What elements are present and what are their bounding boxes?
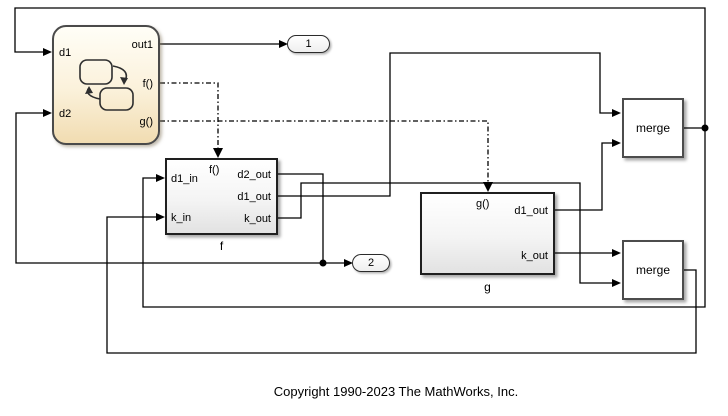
wire-f-kout-to-merge2[interactable]	[278, 182, 612, 284]
chart-input-label-d1: d1	[59, 47, 72, 59]
wire-merge2-to-f-kin[interactable]	[106, 216, 697, 354]
merge-block-bottom[interactable]: merge	[622, 240, 684, 300]
state-machine-icon	[79, 59, 134, 111]
arrowhead-chart-d2	[43, 109, 52, 117]
chart-output-label-g: g()	[139, 116, 153, 128]
merge-block-top[interactable]: merge	[622, 98, 684, 158]
outport-1-label: 1	[305, 38, 312, 50]
chart-output-label-out1: out1	[131, 39, 153, 51]
arrowhead-trigger-f	[213, 148, 223, 158]
merge-top-label: merge	[635, 121, 670, 135]
wire-junction-to-chart-d2[interactable]	[15, 112, 323, 264]
wire-merge1-to-chart-d1[interactable]	[14, 7, 706, 128]
g-trigger-label: g()	[476, 198, 490, 210]
copyright-text: Copyright 1990-2023 The MathWorks, Inc.	[273, 384, 519, 399]
g-output-label-kout: k_out	[521, 250, 548, 262]
subsystem-f-name: f	[219, 239, 224, 253]
chart-input-label-d2: d2	[59, 108, 72, 120]
f-trigger-label: f()	[209, 164, 220, 176]
arrowhead-chart-d1	[43, 48, 52, 56]
f-input-label-d1in: d1_in	[171, 173, 198, 185]
arrowhead-port1	[279, 40, 288, 48]
f-output-label-d2out: d2_out	[237, 169, 271, 181]
outport-2-label: 2	[367, 257, 375, 269]
arrowhead-merge2-bottom	[612, 279, 621, 287]
f-output-label-d1out: d1_out	[237, 191, 271, 203]
f-output-label-kout: k_out	[244, 213, 271, 225]
outport-2[interactable]: 2	[352, 254, 390, 272]
wire-g-d1out-to-merge1[interactable]	[555, 142, 612, 211]
subsystem-f-block[interactable]: f() d1_in k_in d2_out d1_out k_out	[165, 158, 278, 235]
arrowhead-f-kin	[156, 213, 165, 221]
junction-dot-port2	[319, 259, 327, 267]
g-output-label-d1out: d1_out	[514, 205, 548, 217]
junction-dot-merge1	[701, 124, 709, 132]
wire-trigger-g[interactable]	[160, 120, 489, 183]
subsystem-g-name: g	[484, 280, 491, 294]
arrowhead-trigger-g	[483, 182, 493, 192]
stateflow-chart-block[interactable]: d1 d2 out1 f() g()	[52, 25, 160, 145]
wire-trigger-f[interactable]	[160, 82, 219, 149]
arrowhead-merge1-top	[612, 109, 621, 117]
merge-bottom-label: merge	[635, 263, 670, 277]
f-input-label-kin: k_in	[171, 212, 192, 224]
wire-f-d2out[interactable]	[278, 173, 324, 263]
arrowhead-merge1-bottom	[612, 139, 621, 147]
outport-1[interactable]: 1	[287, 35, 330, 53]
arrowhead-f-d1in	[156, 174, 165, 182]
arrowhead-merge2-top	[612, 249, 621, 257]
wire-f-d1out-to-merge1[interactable]	[278, 52, 612, 197]
subsystem-g-block[interactable]: g() d1_out k_out	[420, 192, 555, 275]
arrowhead-port2	[344, 259, 353, 267]
wire-merge1-to-f-d1in[interactable]	[142, 128, 706, 308]
chart-output-label-f: f()	[142, 78, 153, 90]
